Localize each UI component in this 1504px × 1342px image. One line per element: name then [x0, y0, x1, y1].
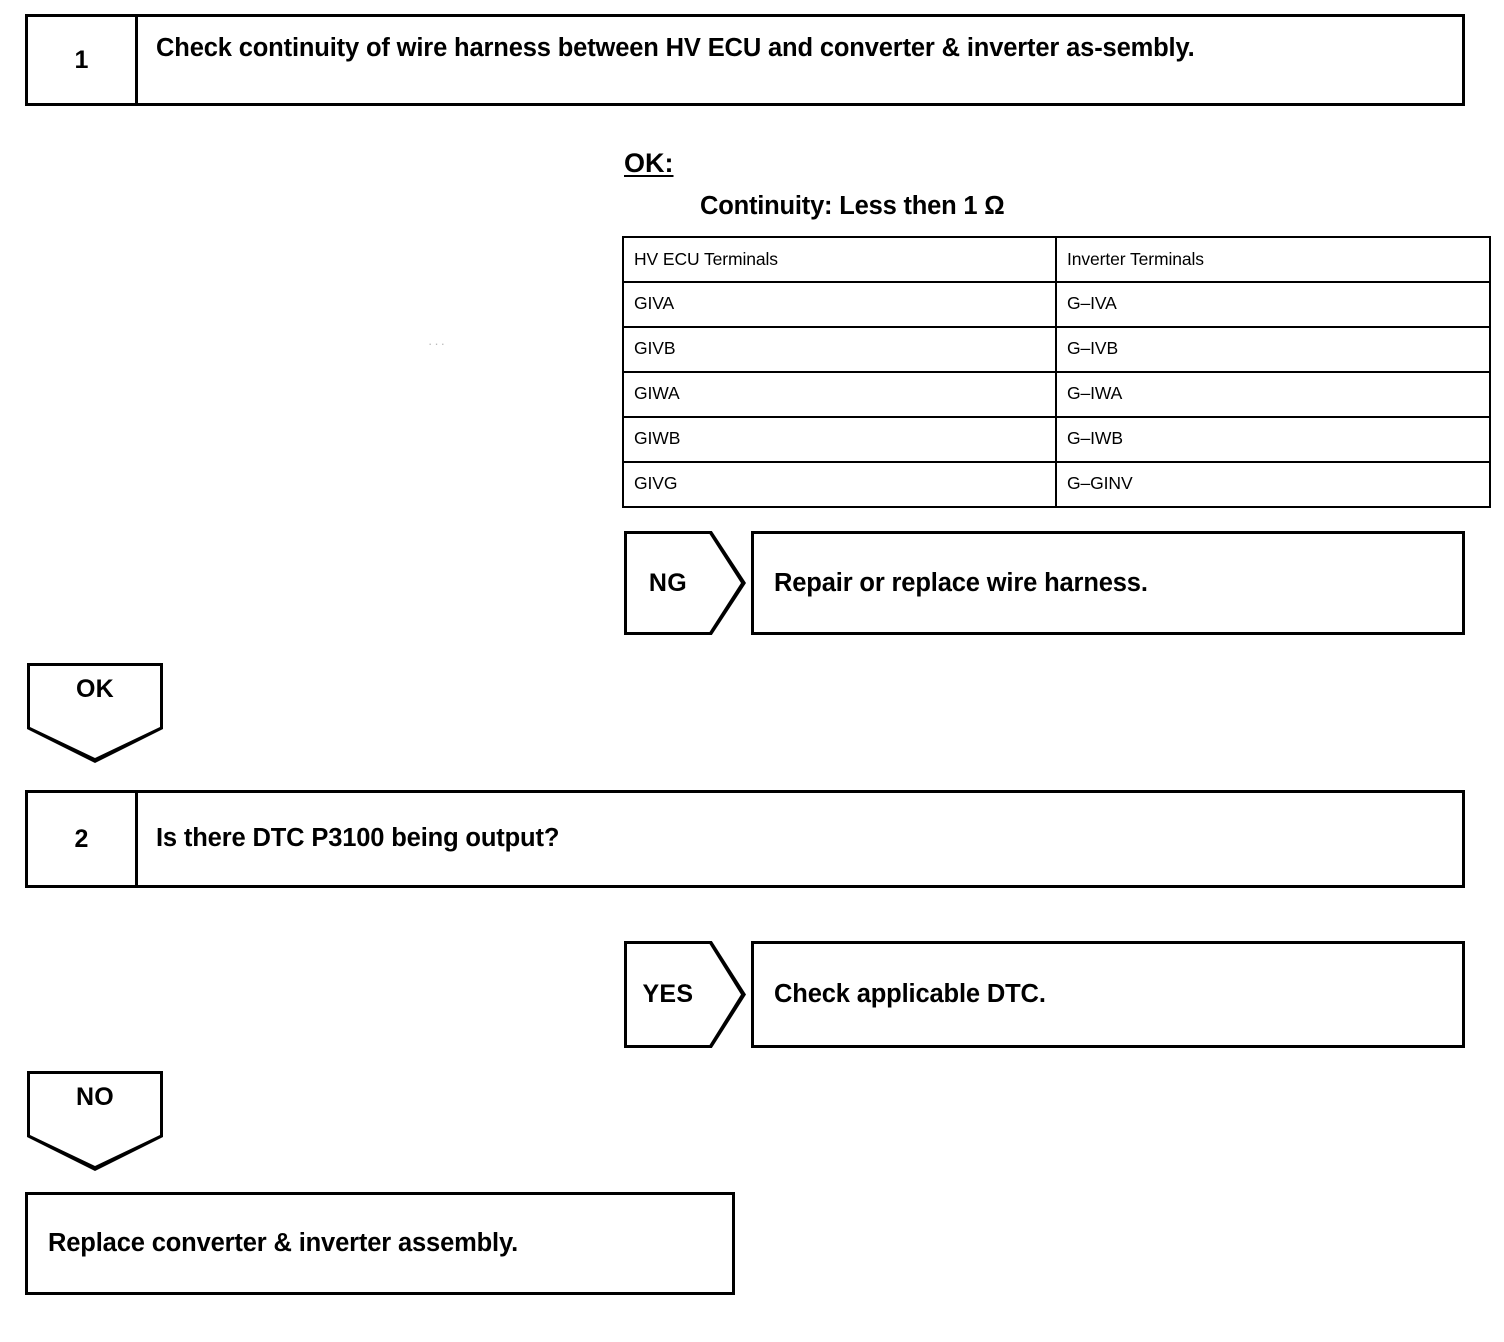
cell-inverter-terminal: G–IWA [1055, 371, 1491, 418]
step-2-box: 2 Is there DTC P3100 being output? [25, 790, 1465, 888]
cell-inverter-terminal: G–IVB [1055, 326, 1491, 373]
cell-inverter-terminal: G–IVA [1055, 281, 1491, 328]
terminal-continuity-table: HV ECU Terminals Inverter Terminals GIVA… [622, 236, 1491, 508]
table-header-hv-ecu-terminals: HV ECU Terminals [622, 236, 1057, 283]
continuity-spec-text: Continuity: Less then 1 Ω [700, 192, 1005, 220]
step-2-text: Is there DTC P3100 being output? [156, 824, 560, 853]
branch-ok-arrow: OK [27, 663, 163, 763]
result-repair-harness-text: Repair or replace wire harness. [774, 568, 1148, 597]
table-header-inverter-terminals: Inverter Terminals [1055, 236, 1491, 283]
scan-artifact: ··· [428, 336, 447, 351]
cell-hv-ecu-terminal: GIVA [622, 281, 1057, 328]
cell-hv-ecu-terminal: GIVG [622, 461, 1057, 508]
step-2-number: 2 [28, 793, 138, 885]
table-row: GIVB G–IVB [622, 326, 1491, 373]
step-1-text: Check continuity of wire harness between… [156, 34, 1195, 62]
table-row: GIVG G–GINV [622, 461, 1491, 508]
cell-hv-ecu-terminal: GIVB [622, 326, 1057, 373]
table-header-row: HV ECU Terminals Inverter Terminals [622, 236, 1491, 283]
branch-ng-label: NG [648, 568, 687, 597]
result-check-dtc-box: Check applicable DTC. [751, 941, 1465, 1048]
result-replace-assembly-text: Replace converter & inverter assembly. [48, 1229, 519, 1257]
cell-hv-ecu-terminal: GIWA [622, 371, 1057, 418]
step-1-number: 1 [28, 17, 138, 103]
branch-yes-label: YES [642, 980, 694, 1008]
branch-ng-arrow: NG [624, 531, 746, 635]
ok-spec-heading: OK: [624, 148, 674, 178]
table-row: GIWB G–IWB [622, 416, 1491, 463]
table-row: GIWA G–IWA [622, 371, 1491, 418]
result-check-dtc-text: Check applicable DTC. [774, 980, 1046, 1008]
branch-ok-label: OK [75, 675, 115, 703]
cell-inverter-terminal: G–GINV [1055, 461, 1491, 508]
table-row: GIVA G–IVA [622, 281, 1491, 328]
branch-no-label: NO [75, 1083, 115, 1111]
cell-inverter-terminal: G–IWB [1055, 416, 1491, 463]
result-replace-assembly-box: Replace converter & inverter assembly. [25, 1192, 735, 1295]
step-1-box: 1 Check continuity of wire harness betwe… [25, 14, 1465, 106]
branch-no-arrow: NO [27, 1071, 163, 1171]
branch-yes-arrow: YES [624, 941, 746, 1048]
result-repair-harness-box: Repair or replace wire harness. [751, 531, 1465, 635]
cell-hv-ecu-terminal: GIWB [622, 416, 1057, 463]
